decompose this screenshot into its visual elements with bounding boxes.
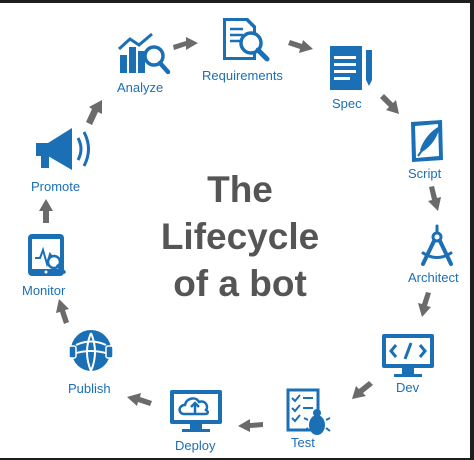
arrow-spec-to-script (380, 94, 399, 114)
stage-label-analyze: Analyze (117, 80, 164, 95)
megaphone-icon (36, 128, 90, 170)
stage-label-monitor: Monitor (22, 283, 66, 298)
arrow-promote-to-analyze (86, 100, 102, 125)
document-pen-icon (330, 46, 372, 90)
stage-label-script: Script (408, 166, 442, 181)
compass-icon (421, 224, 453, 266)
arrow-test-to-deploy (238, 419, 263, 432)
title-line-2: Lifecycle (160, 216, 320, 257)
stage-label-requirements: Requirements (202, 68, 283, 83)
stage-label-dev: Dev (396, 380, 420, 395)
stage-label-promote: Promote (31, 179, 81, 194)
stage-label-publish: Publish (68, 381, 111, 396)
stage-label-deploy: Deploy (175, 438, 216, 453)
arrow-dev-to-test (352, 381, 373, 399)
code-monitor-icon (382, 334, 434, 377)
diagram-title: The Lifecycle of a bot (140, 166, 340, 307)
arrow-requirements-to-spec (288, 40, 313, 53)
stage-label-spec: Spec (332, 96, 362, 111)
arrow-monitor-to-promote (39, 199, 53, 223)
stage-label-test: Test (291, 435, 315, 450)
arrow-script-to-architect (428, 186, 441, 211)
cloud-upload-monitor-icon (170, 390, 222, 432)
arrow-analyze-to-requirements (173, 37, 198, 50)
headset-globe-icon (68, 330, 114, 372)
title-line-1: The (207, 169, 273, 210)
arrow-publish-to-monitor (56, 299, 69, 324)
chart-magnifier-icon (117, 32, 171, 75)
title-line-3: of a bot (173, 263, 307, 304)
arrow-architect-to-dev (418, 292, 431, 317)
checklist-bug-icon (286, 388, 331, 435)
right-border (470, 0, 474, 460)
top-border (0, 0, 474, 3)
arrow-deploy-to-publish (127, 393, 152, 406)
stage-label-architect: Architect (408, 270, 459, 285)
document-magnifier-icon (223, 18, 270, 62)
scroll-feather-icon (411, 120, 443, 162)
tablet-chart-icon (28, 234, 66, 276)
